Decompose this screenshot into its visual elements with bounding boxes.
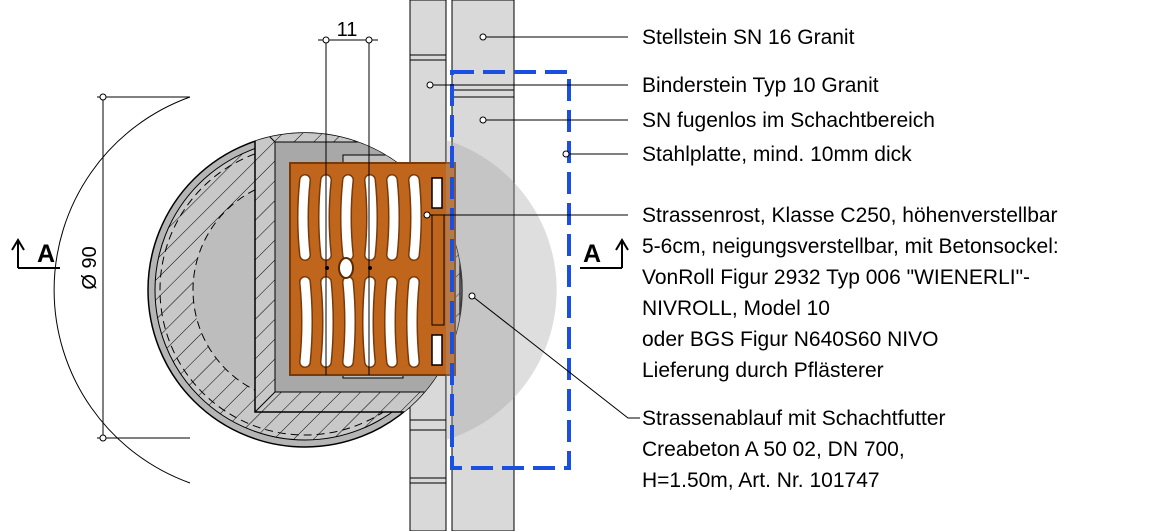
grate-slot — [321, 277, 333, 367]
leader-lines — [423, 33, 640, 419]
dimension-top-label: 11 — [337, 19, 358, 41]
label-stellstein: Stellstein SN 16 Granit — [642, 26, 855, 49]
grate-slot — [341, 175, 353, 260]
section-marker-left: A — [11, 238, 60, 269]
label-strassenablauf-1: Strassenablauf mit Schachtfutter — [642, 407, 946, 430]
label-strassenablauf-3: H=1.50m, Art. Nr. 101747 — [642, 469, 880, 492]
label-binderstein: Binderstein Typ 10 Granit — [642, 74, 879, 97]
grate-center-hole — [338, 257, 354, 279]
section-marker-right-label: A — [583, 240, 601, 268]
grate-slot — [409, 175, 421, 260]
grate-slots — [297, 174, 422, 368]
street-grate — [289, 162, 456, 376]
section-marker-right: A — [580, 238, 629, 269]
outer-arc — [53, 96, 191, 484]
grate-slot — [407, 277, 419, 367]
label-strassenrost-2: 5-6cm, neigungsverstellbar, mit Betonsoc… — [642, 235, 1059, 258]
dimension-top: 11 — [318, 19, 378, 375]
label-strassenrost-5: oder BGS Figur N640S60 NIVO — [642, 328, 938, 351]
section-marker-left-label: A — [37, 240, 55, 268]
grate-slot — [387, 175, 399, 260]
labels: Stellstein SN 16 Granit Binderstein Typ … — [642, 26, 1059, 492]
shaft-overlay — [446, 140, 557, 440]
grate-slot — [385, 277, 397, 367]
dimension-diameter-label: Ø 90 — [79, 246, 101, 289]
grate-slot — [343, 277, 355, 367]
steel-plate-outline — [450, 70, 571, 470]
grate-slot — [319, 175, 331, 260]
label-strassenrost-4: NIVROLL, Model 10 — [642, 297, 830, 320]
label-strassenrost-3: VonRoll Figur 2932 Typ 006 "WIENERLI"- — [642, 266, 1030, 289]
label-strassenablauf-2: Creabeton A 50 02, DN 700, — [642, 438, 905, 461]
grate-slot — [298, 175, 310, 260]
grate-slot — [300, 277, 312, 367]
grate-slot — [365, 175, 377, 260]
label-strassenrost-6: Lieferung durch Pflästerer — [642, 359, 884, 382]
label-stahlplatte: Stahlplatte, mind. 10mm dick — [642, 143, 912, 166]
label-strassenrost-1: Strassenrost, Klasse C250, höhenverstell… — [642, 204, 1058, 227]
dimension-diameter: Ø 90 — [79, 93, 190, 442]
label-sn-fugenlos: SN fugenlos im Schachtbereich — [642, 109, 935, 132]
